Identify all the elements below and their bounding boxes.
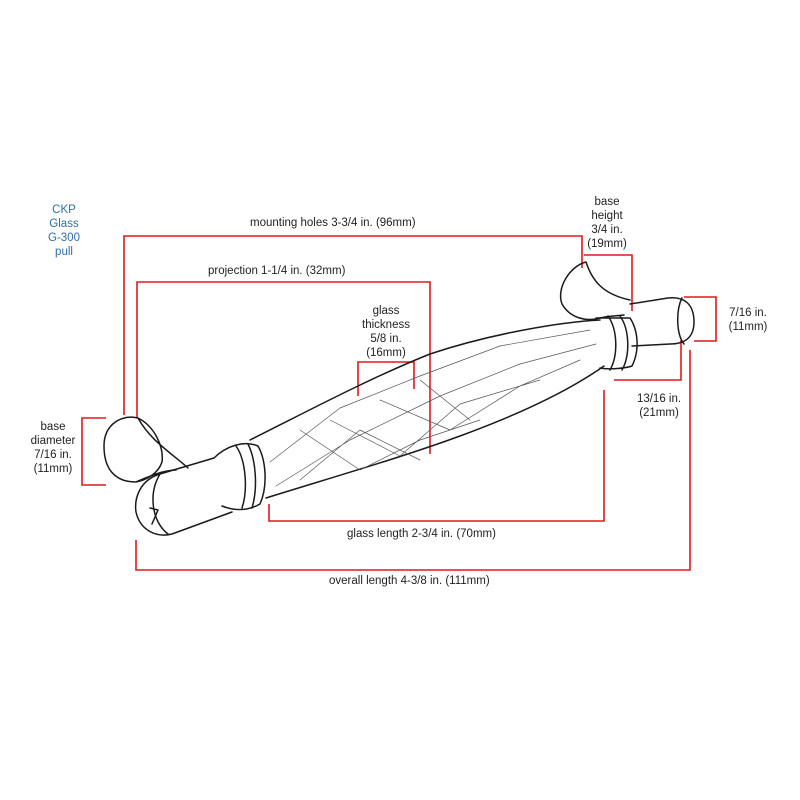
pull-outline xyxy=(103,261,695,536)
title-line-2: Glass xyxy=(49,218,79,230)
title-line-3: G-300 xyxy=(48,232,80,244)
glass-thickness-label: glass thickness 5/8 in. (16mm) xyxy=(350,304,422,360)
base-diameter-label: base diameter 7/16 in. (11mm) xyxy=(24,420,82,476)
glass-thickness-line-3: 5/8 in. xyxy=(370,333,402,345)
base-height-line xyxy=(584,254,633,311)
base-diameter-line-3: 7/16 in. xyxy=(34,449,72,461)
overall-length-line xyxy=(135,350,691,571)
base-height-line-3: 3/4 in. xyxy=(591,224,623,236)
base-height-line-1: base xyxy=(594,196,620,208)
product-title: CKP Glass G-300 pull xyxy=(40,203,88,259)
overall-length-label: overall length 4-3/8 in. (111mm) xyxy=(329,575,490,587)
title-line-1: CKP xyxy=(52,204,76,216)
shaft-diameter-label: 7/16 in. (11mm) xyxy=(718,306,778,334)
glass-thickness-line xyxy=(357,361,415,396)
base-height-label: base height 3/4 in. (19mm) xyxy=(578,195,636,251)
left-collar xyxy=(213,442,266,511)
mounting-holes-line xyxy=(123,235,583,415)
base-diameter-line xyxy=(81,417,106,486)
left-shaft xyxy=(134,457,233,536)
glass-facets xyxy=(269,329,597,487)
ring-diameter-label: 13/16 in. (21mm) xyxy=(628,392,690,420)
right-base xyxy=(559,261,631,321)
right-collar xyxy=(595,315,638,371)
shaft-diameter-line xyxy=(684,296,717,342)
base-diameter-line-4: (11mm) xyxy=(33,463,73,475)
glass-thickness-line-2: thickness xyxy=(362,319,410,331)
right-shaft xyxy=(629,296,695,347)
projection-line xyxy=(136,281,431,454)
glass-length-label: glass length 2-3/4 in. (70mm) xyxy=(347,528,496,540)
projection-label: projection 1-1/4 in. (32mm) xyxy=(208,265,346,277)
ring-diameter-line xyxy=(614,340,682,381)
glass-length-line xyxy=(268,390,605,522)
shaft-diameter-line-2: (11mm) xyxy=(728,321,768,333)
glass-thickness-line-4: (16mm) xyxy=(366,347,406,359)
glass-barrel xyxy=(249,319,605,499)
shaft-diameter-line-1: 7/16 in. xyxy=(729,307,767,319)
mounting-holes-label: mounting holes 3-3/4 in. (96mm) xyxy=(250,217,416,229)
ring-diameter-line-1: 13/16 in. xyxy=(636,393,682,405)
title-line-4: pull xyxy=(55,246,73,258)
base-height-line-2: height xyxy=(591,210,623,222)
dimension-lines xyxy=(81,235,717,571)
base-diameter-line-1: base xyxy=(40,421,66,433)
left-base xyxy=(103,416,189,483)
base-diameter-line-2: diameter xyxy=(30,435,76,447)
glass-thickness-line-1: glass xyxy=(372,305,400,317)
ring-diameter-line-2: (21mm) xyxy=(639,407,679,419)
base-height-line-4: (19mm) xyxy=(587,238,627,250)
